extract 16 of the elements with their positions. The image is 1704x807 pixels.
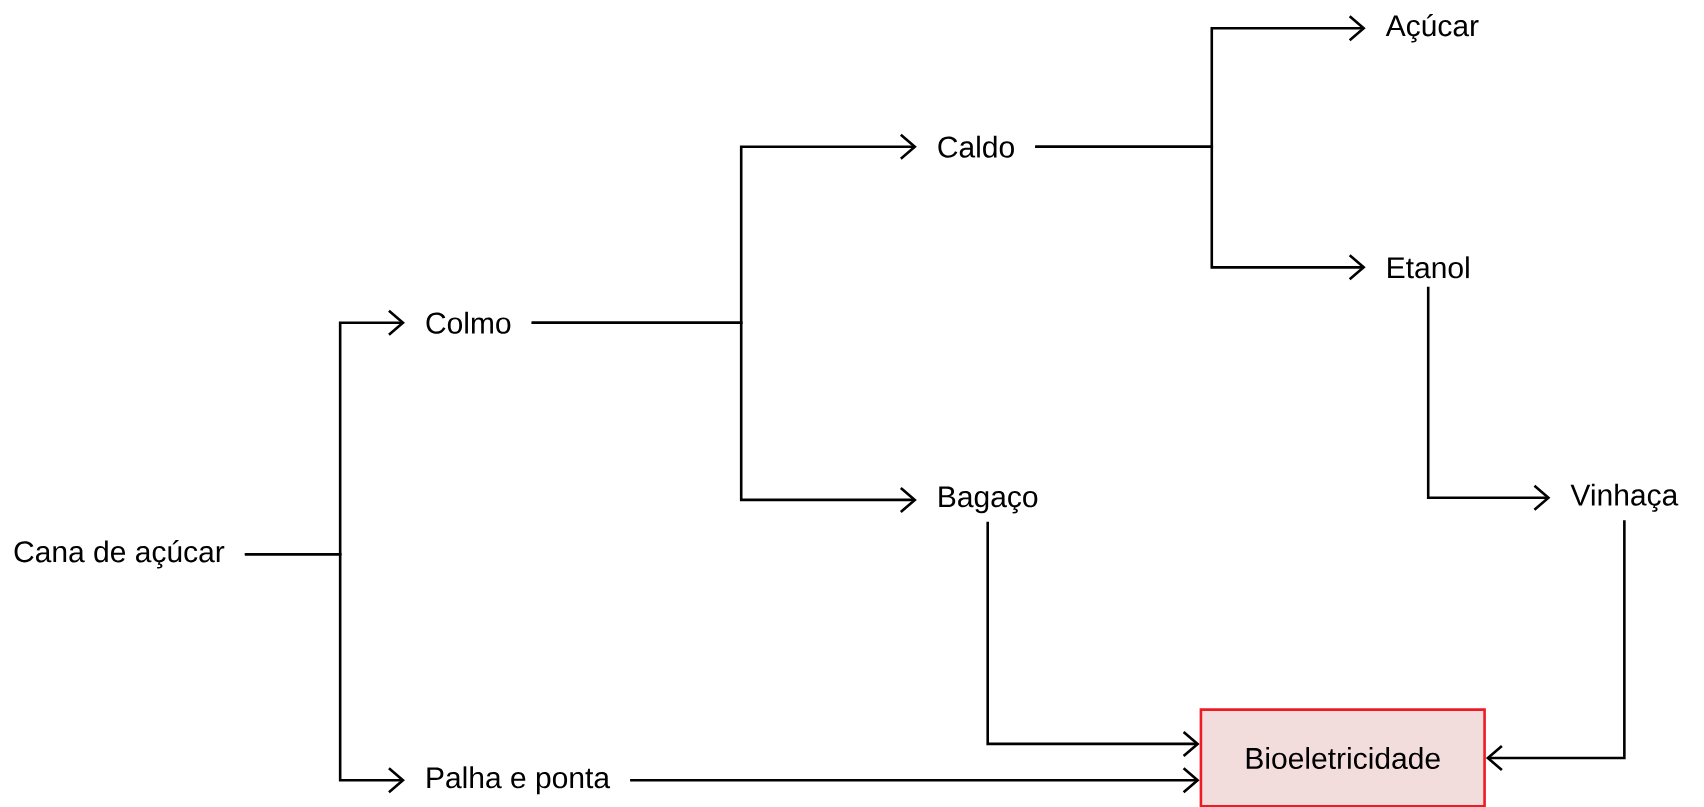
arrow [1485,520,1626,771]
product-label: Palha e ponta [427,766,611,795]
arrow [531,321,917,513]
arrow [1035,145,1366,281]
arrow [630,767,1200,794]
product-label: Caldo [938,135,1014,158]
product-label: Colmo [426,311,511,334]
arrow [1426,286,1551,511]
arrow [244,552,405,794]
arrow [986,521,1200,757]
product-label: Cana de açúcar [14,540,225,569]
output-box: Bioeletricidade [1199,708,1486,807]
product-label: Vinhaça [1570,483,1679,512]
product-label: Etanol [1388,256,1469,279]
product-label: Açúcar [1385,14,1479,43]
product-label: Bagaço [939,486,1038,514]
